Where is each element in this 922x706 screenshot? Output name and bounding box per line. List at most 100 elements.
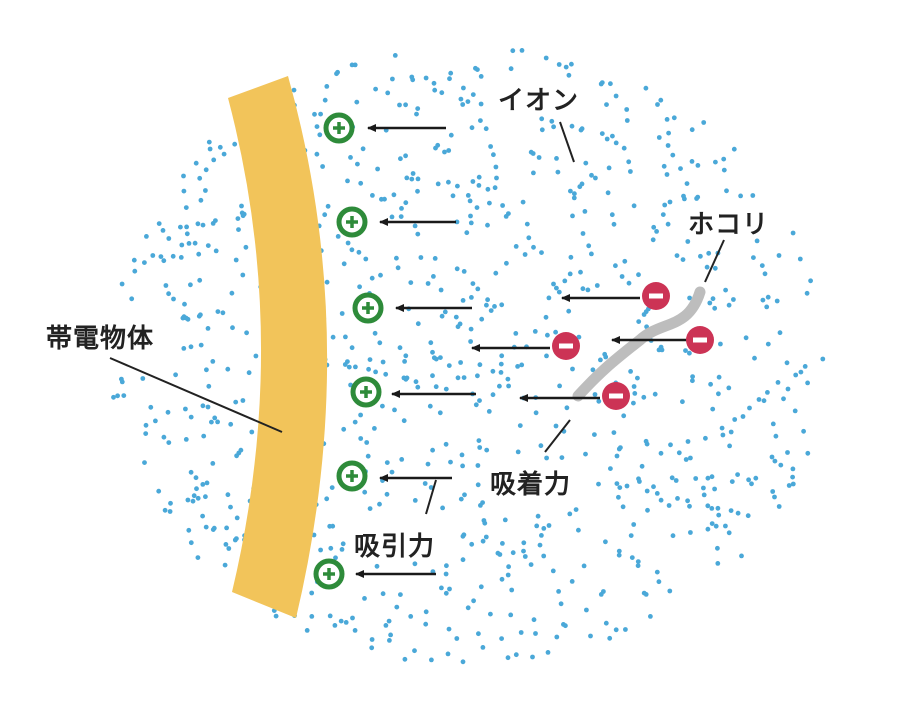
ion-dot [544, 455, 549, 461]
ion-dot [589, 172, 594, 178]
ion-dot [506, 564, 511, 570]
ion-dot [346, 364, 352, 370]
ion-dot [735, 510, 741, 516]
ion-dot [666, 503, 672, 508]
ion-dot [772, 458, 778, 464]
ion-dot [193, 160, 199, 166]
ion-dot [490, 392, 496, 398]
ion-dot [212, 415, 218, 421]
ion-dot [380, 403, 385, 409]
ion-dot [171, 296, 176, 302]
minus-circle-icon [686, 326, 714, 354]
ion-dot [358, 436, 364, 441]
ion-dot [246, 370, 252, 376]
ion-dot [150, 253, 156, 258]
ion-dot [605, 190, 611, 196]
ion-dot [500, 203, 505, 208]
ion-dot [184, 231, 190, 237]
ion-dot [173, 372, 179, 378]
ion-dot [603, 620, 609, 626]
ion-dot [325, 203, 331, 209]
ion-dot [203, 188, 208, 193]
ion-dot [554, 285, 559, 291]
ion-dot [477, 362, 483, 368]
ion-dot [415, 188, 420, 194]
ion-dot [498, 370, 504, 375]
ion-dot [428, 340, 434, 346]
minus-circle-icon [602, 382, 630, 410]
ion-dot [186, 527, 192, 533]
ion-dot [678, 166, 683, 172]
ion-dot [726, 385, 732, 391]
ion-dot [519, 362, 525, 368]
ion-dot [398, 592, 403, 597]
ion-dot [530, 654, 535, 660]
ion-dot [539, 127, 545, 133]
ion-dot [539, 533, 544, 538]
ion-dot [534, 523, 540, 529]
ion-dot [423, 609, 429, 615]
ion-dot [350, 615, 355, 621]
ion-dot [751, 255, 756, 260]
ion-dot [195, 221, 201, 227]
ion-dot [229, 290, 235, 296]
ion-dot [431, 274, 436, 279]
ion-dot [528, 562, 534, 567]
ion-dot [330, 334, 336, 340]
ion-dot [193, 475, 199, 481]
ion-dot [403, 102, 408, 108]
ion-dot [349, 62, 355, 68]
leader-line-adsorption [544, 419, 571, 453]
ion-dot [468, 220, 474, 226]
ion-dot [243, 244, 249, 250]
ion-dot [701, 492, 707, 498]
ion-dot [776, 253, 782, 258]
ion-dot [578, 269, 583, 275]
ion-dot [318, 111, 323, 117]
ion-dot [712, 486, 717, 492]
ion-dot [769, 454, 775, 460]
ion-dot [805, 450, 811, 456]
ion-dot [765, 341, 771, 347]
ion-dot [160, 228, 166, 233]
ion-dot [228, 421, 234, 427]
ion-dot [499, 302, 505, 308]
ion-dot [166, 236, 172, 241]
ion-dot [760, 297, 766, 303]
ion-dot [475, 463, 481, 468]
ion-dot [551, 281, 556, 287]
ion-dot [624, 483, 630, 489]
ion-dot [588, 633, 593, 639]
ion-dot [718, 341, 723, 347]
ion-dot [230, 325, 235, 331]
ion-dot [437, 410, 443, 416]
ion-dot [513, 652, 519, 658]
leader-line-attraction [425, 479, 437, 515]
charged-body-label: 帯電物体 [46, 324, 155, 354]
ion-dot [750, 193, 756, 198]
ion-dot [459, 452, 465, 458]
ion-dot [685, 498, 690, 504]
ion-dot [648, 614, 653, 619]
ion-dot [652, 391, 658, 397]
ion-dot [770, 421, 776, 427]
ion-dot [658, 344, 664, 350]
ion-dot [398, 156, 403, 162]
ion-dot [367, 357, 373, 362]
ion-dot [399, 206, 404, 211]
ion-dot [543, 314, 549, 320]
ion-dot [613, 140, 619, 146]
ion-dot [322, 212, 328, 218]
ion-dot [636, 476, 641, 482]
ion-dot [195, 555, 201, 560]
ion-dot [429, 657, 434, 663]
ion-dot [467, 198, 473, 204]
ion-dot [651, 224, 657, 230]
ion-dot [391, 192, 397, 198]
ion-dot [603, 539, 608, 545]
ion-dot [713, 523, 719, 529]
ion-dot [698, 253, 703, 259]
ion-dot [357, 284, 362, 290]
ion-dot [619, 274, 625, 279]
ion-dot [328, 545, 334, 551]
